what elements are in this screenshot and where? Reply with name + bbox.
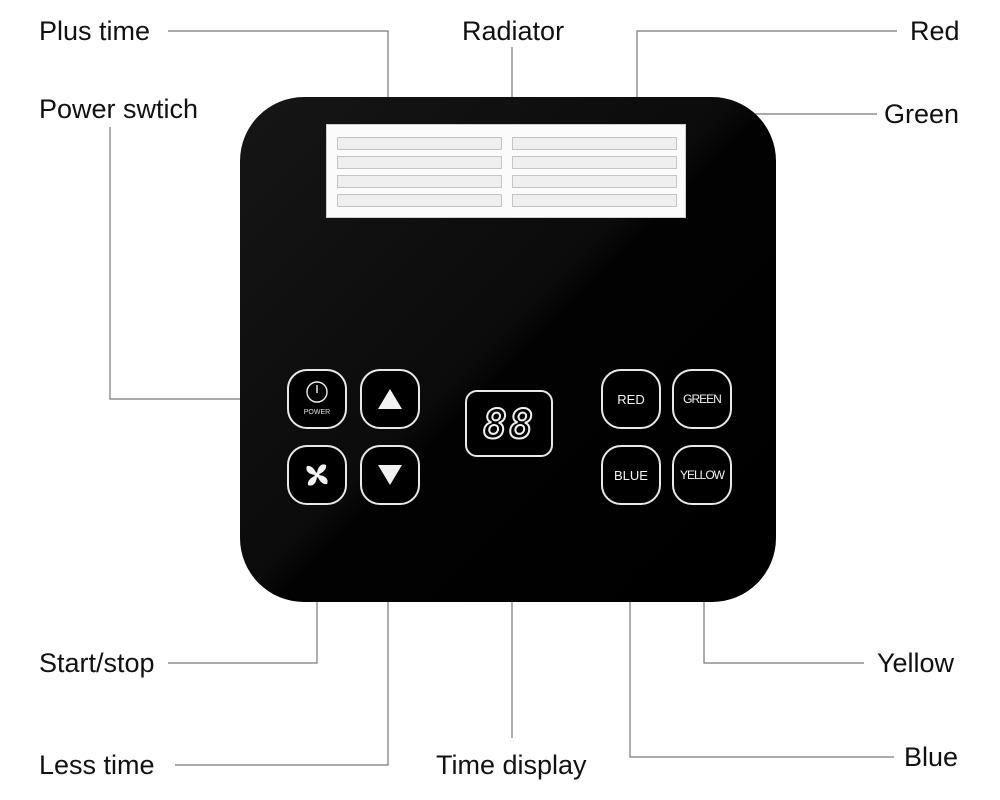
blue-button-label: BLUE [614, 467, 648, 483]
green-button-label: GREEN [683, 392, 722, 406]
label-yellow: Yellow [877, 648, 955, 678]
label-plus-time: Plus time [39, 16, 151, 46]
yellow-button-label: YELLOW [679, 468, 725, 482]
less-time-button[interactable] [360, 445, 420, 505]
plus-time-button[interactable] [360, 369, 420, 429]
label-blue: Blue [904, 742, 959, 772]
time-display: 88 [465, 390, 553, 457]
label-radiator: Radiator [462, 16, 565, 46]
label-start-stop: Start/stop [39, 648, 155, 678]
grille-slat [512, 137, 677, 150]
label-power-switch: Power swtich [39, 94, 199, 124]
power-button-label: POWER [303, 409, 331, 416]
radiator-grille [326, 124, 686, 218]
grille-slat [337, 137, 502, 150]
time-display-digits: 88 [482, 401, 536, 449]
red-button-label: RED [617, 391, 645, 407]
blue-button[interactable]: BLUE [601, 445, 661, 505]
label-green: Green [884, 99, 960, 129]
fan-icon [306, 464, 328, 486]
grille-slat [337, 175, 502, 188]
triangle-down-icon [378, 465, 402, 485]
power-button[interactable]: POWER [287, 369, 347, 429]
label-red: Red [910, 16, 960, 46]
grille-slat [337, 194, 502, 207]
grille-slat [337, 156, 502, 169]
triangle-up-icon [378, 389, 402, 409]
green-button[interactable]: GREEN [672, 369, 732, 429]
red-button[interactable]: RED [601, 369, 661, 429]
grille-slat [512, 175, 677, 188]
yellow-button[interactable]: YELLOW [672, 445, 732, 505]
power-icon [306, 381, 328, 403]
start-stop-button[interactable] [287, 445, 347, 505]
label-time-display: Time display [436, 750, 587, 780]
grille-slat [512, 156, 677, 169]
grille-slat [512, 194, 677, 207]
label-less-time: Less time [39, 750, 155, 780]
